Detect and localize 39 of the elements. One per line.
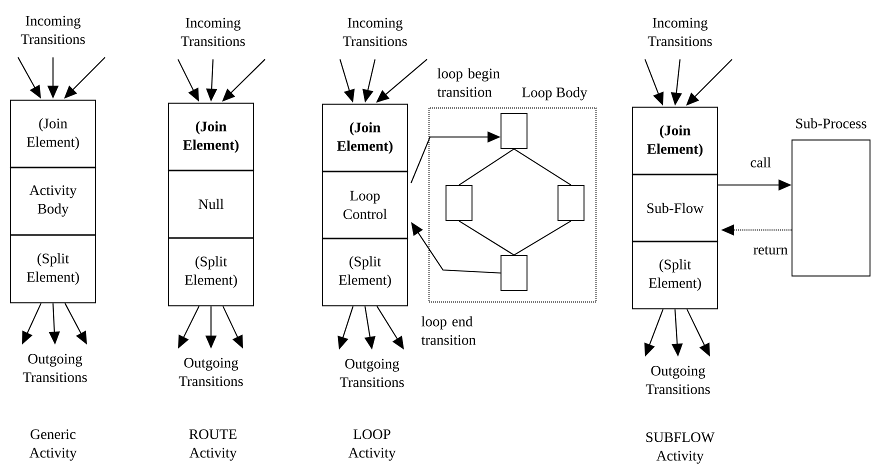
- node-label: Loop Body: [522, 87, 588, 100]
- activity-cell: Loop Control: [322, 170, 408, 240]
- connector-line: [458, 148, 514, 186]
- caption: Generic Activity: [29, 429, 77, 461]
- transition-label: Outgoing Transitions: [646, 366, 710, 394]
- node-label: Sub-Process: [796, 118, 866, 128]
- activity-cell: (Join Element): [168, 102, 254, 172]
- edge-label: call: [750, 157, 771, 168]
- transition-label: Incoming Transitions: [20, 16, 85, 44]
- edge-label: loop begin transition: [437, 68, 500, 97]
- connector-line: [458, 220, 514, 256]
- transition-label: Outgoing Transitions: [340, 358, 404, 388]
- activity-cell: Sub-Flow: [632, 174, 718, 242]
- activity-cell: Activity Body: [10, 166, 96, 236]
- transition-label: Outgoing Transitions: [178, 358, 243, 386]
- sub-process-box: Sub-Process: [792, 118, 870, 276]
- activity-cell: Null: [168, 170, 254, 238]
- caption: SUBFLOW Activity: [646, 432, 715, 464]
- transition-label: Outgoing Transitions: [22, 354, 87, 382]
- connector-line: [514, 220, 572, 256]
- step-box: [500, 255, 528, 291]
- step-box: [446, 185, 472, 221]
- transition-label: Incoming Transitions: [342, 18, 407, 46]
- transition-label: Incoming Transitions: [180, 18, 245, 46]
- activity-cell: (Split Element): [10, 234, 96, 304]
- step-box: [500, 113, 528, 149]
- activity-cell: (Join Element): [10, 100, 96, 168]
- activity-cell: (Join Element): [322, 104, 408, 172]
- activity-cell: (Split Element): [322, 238, 408, 306]
- caption: ROUTE Activity: [189, 429, 237, 461]
- caption: LOOP Activity: [348, 429, 396, 461]
- edge-label: return: [754, 246, 788, 254]
- edge-label: loop end transition: [421, 316, 476, 345]
- activity-cell: (Join Element): [632, 106, 718, 176]
- activity-cell: (Split Element): [168, 238, 254, 306]
- connector-line: [514, 148, 572, 186]
- transition-label: Incoming Transitions: [648, 18, 712, 46]
- step-box: [558, 185, 584, 221]
- activity-cell: (Split Element): [632, 240, 718, 310]
